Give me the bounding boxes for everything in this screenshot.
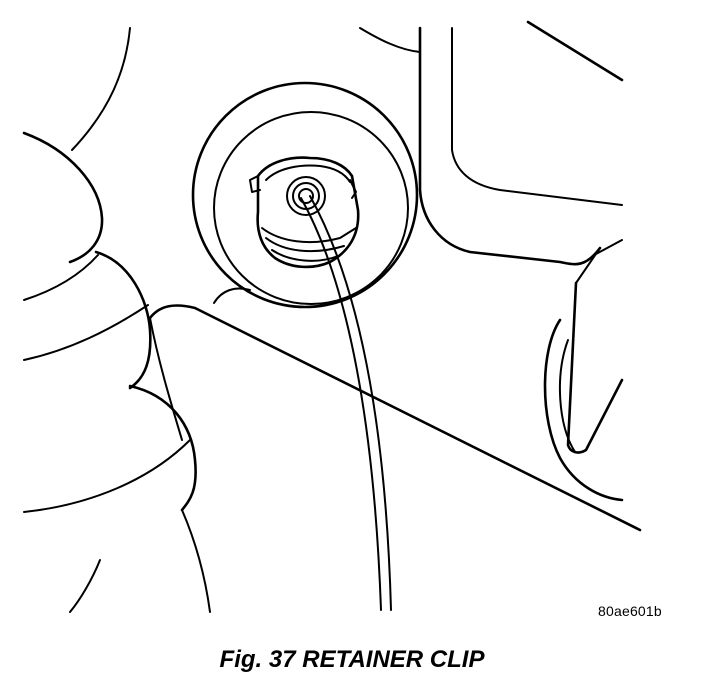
left-lobe-bottom (128, 384, 197, 512)
caption-title: RETAINER CLIP (302, 646, 485, 673)
figure-code: 80ae601b (598, 603, 662, 619)
left-lobe-bottom-inner (23, 439, 191, 513)
housing-panel-left-edge (149, 317, 183, 441)
wire-lead-icon (300, 195, 392, 611)
housing-panel-top-edge (148, 304, 642, 532)
socket-inner-ring (298, 188, 314, 204)
left-lobe-middle-inner (23, 304, 149, 361)
socket-opening-inner (213, 111, 409, 305)
clip-bottom-ring (271, 249, 339, 262)
housing-outline-upper-left (71, 27, 131, 151)
left-base-line (69, 559, 101, 613)
right-bracket-inner (595, 239, 623, 255)
upper-right-contour-a (359, 27, 421, 53)
right-bracket-outer (566, 281, 624, 454)
wire-lead-right (309, 195, 392, 611)
left-base-curve (181, 509, 211, 613)
clip-ear-right (349, 179, 357, 199)
clip-ear-left (249, 175, 261, 193)
wire-lead-left (300, 197, 382, 611)
left-lobe-top (22, 131, 104, 264)
right-round-part-inner (559, 339, 576, 453)
left-lobe-top-inner (23, 254, 99, 301)
clip-rim-top (265, 164, 351, 183)
right-round-part (543, 318, 624, 502)
caption-number: Fig. 37 (219, 646, 296, 673)
clip-lower-band (261, 227, 357, 244)
socket-opening-outer (191, 81, 419, 309)
left-lobe-middle (94, 250, 152, 390)
right-bracket-curve (575, 247, 601, 284)
upper-right-diagonal (526, 20, 624, 82)
figure-caption: Fig. 37 RETAINER CLIP (0, 646, 704, 674)
upper-right-contour-b (418, 26, 602, 266)
upper-right-contour-c (451, 27, 623, 206)
